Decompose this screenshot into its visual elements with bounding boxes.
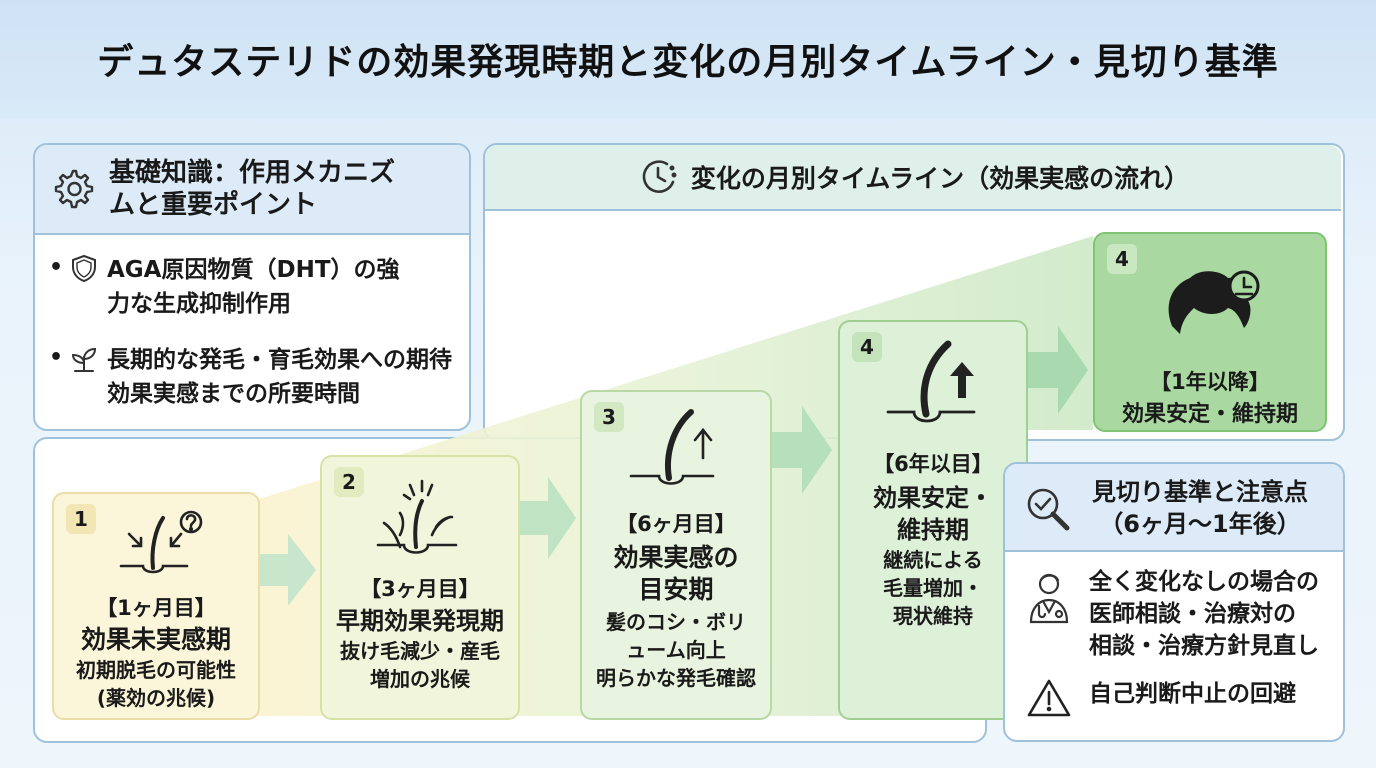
knowledge-header: 基礎知識：作用メカニズ ムと重要ポイント	[35, 145, 469, 235]
criteria-heading-line1: 見切り基準と注意点	[1092, 478, 1308, 506]
criteria-item-line: 相談・治療方針見直し	[1089, 633, 1319, 659]
step-desc: 毛量増加・	[883, 576, 983, 600]
magnifier-check-icon	[1027, 488, 1070, 531]
hair-question-icon	[119, 510, 203, 574]
timeline-header: 変化の月別タイムライン（効果実感の流れ）	[485, 145, 1341, 211]
step-title: 効果安定・維持期	[1121, 402, 1298, 427]
step-desc: 現状維持	[893, 604, 973, 628]
knowledge-item-line: AGA原因物質（DHT）の強	[107, 257, 400, 283]
step-period: 【6ヶ月目】	[616, 512, 736, 536]
step-title: 維持期	[897, 516, 969, 544]
timeline-step-2: 2 【3ヶ月目】 早期効果発現期 抜け毛減少・産毛 増加の兆候	[320, 455, 520, 720]
step-number: 1	[66, 504, 96, 534]
step-title: 早期効果発現期	[336, 607, 504, 635]
step-desc: 抜け毛減少・産毛	[340, 639, 500, 663]
criteria-header: 見切り基準と注意点 （6ヶ月〜1年後）	[1005, 464, 1343, 552]
hair-growth-icon	[629, 409, 715, 485]
step-number: 4	[852, 332, 882, 362]
step-desc: ューム向上	[626, 638, 726, 662]
knowledge-item-line: 力な生成抑制作用	[107, 291, 291, 317]
sprouting-hair-icon	[376, 479, 458, 554]
knowledge-box: 基礎知識：作用メカニズ ムと重要ポイント • AGA原因物質（DHT）の強 力な…	[33, 143, 471, 431]
clock-icon	[642, 160, 677, 193]
gear-icon	[54, 169, 94, 209]
bullet: •	[49, 345, 64, 370]
arrow-icon	[258, 534, 316, 606]
knowledge-heading-line1: 基礎知識：作用メカニズ	[109, 158, 396, 188]
timeline-step-1: 1 【1ヶ月目】 効果未実感期 初期脱毛の可能性 (薬効の兆候)	[52, 492, 260, 720]
criteria-item: 全く変化なしの場合の 医師相談・治療対の 相談・治療方針見直し	[1025, 566, 1319, 662]
doctor-icon	[1029, 573, 1069, 624]
knowledge-item: • AGA原因物質（DHT）の強 力な生成抑制作用	[49, 253, 400, 321]
arrow-icon	[770, 406, 832, 494]
step-period: 【3ヶ月目】	[360, 577, 480, 601]
sprout-icon	[71, 347, 97, 372]
full-hair-icon	[1168, 270, 1260, 334]
timeline-step-5: 4 【1年以降】 効果安定・維持期	[1093, 232, 1327, 432]
strong-hair-icon	[886, 340, 976, 423]
step-period: 【1ヶ月目】	[96, 596, 216, 620]
criteria-item: 自己判断中止の回避	[1027, 678, 1296, 718]
step-desc: 髪のコシ・ボリ	[606, 610, 746, 634]
step-period: 【6年以目】	[873, 452, 993, 476]
page-title: デュタステリドの効果発現時期と変化の月別タイムライン・見切り基準	[97, 42, 1279, 83]
timeline-heading: 変化の月別タイムライン（効果実感の流れ）	[690, 164, 1190, 193]
step-title: 効果未実感期	[80, 625, 231, 654]
title-bar: デュタステリドの効果発現時期と変化の月別タイムライン・見切り基準	[0, 0, 1376, 118]
step-desc: 増加の兆候	[370, 667, 470, 691]
criteria-item-line: 医師相談・治療対の	[1089, 601, 1296, 627]
criteria-box: 見切り基準と注意点 （6ヶ月〜1年後） 全く変化なしの場合の 医師相談・治療対の…	[1003, 462, 1345, 742]
step-number: 4	[1107, 244, 1137, 274]
knowledge-item-line: 長期的な発毛・育毛効果への期待	[107, 347, 452, 373]
shield-icon	[72, 254, 96, 283]
step-desc: (薬効の兆候)	[96, 686, 216, 710]
step-title: 目安期	[638, 575, 714, 604]
step-number: 3	[594, 402, 624, 432]
criteria-item-line: 全く変化なしの場合の	[1089, 569, 1319, 595]
knowledge-heading-line2: ムと重要ポイント	[109, 190, 318, 220]
criteria-item-line: 自己判断中止の回避	[1089, 681, 1296, 707]
timeline-step-4: 4 【6年以目】 効果安定・ 維持期 継続による 毛量増加・ 現状維持	[838, 320, 1028, 720]
criteria-heading-line2: （6ヶ月〜1年後）	[1099, 510, 1301, 538]
timeline-step-3: 3 【6ヶ月目】 効果実感の 目安期 髪のコシ・ボリ ューム向上 明らかな発毛確…	[580, 390, 772, 720]
warning-icon	[1027, 679, 1071, 717]
arrow-icon	[1026, 326, 1088, 414]
step-title: 効果安定・	[873, 484, 993, 512]
step-title: 効果実感の	[613, 543, 739, 572]
bullet: •	[49, 255, 64, 280]
step-desc: 継続による	[883, 548, 983, 572]
knowledge-item-line: 効果実感までの所要時間	[107, 381, 360, 407]
step-desc: 初期脱毛の可能性	[76, 658, 236, 682]
arrow-icon	[518, 477, 576, 559]
step-desc: 明らかな発毛確認	[596, 666, 756, 690]
step-number: 2	[334, 467, 364, 497]
step-period: 【1年以降】	[1150, 370, 1270, 394]
knowledge-item: • 長期的な発毛・育毛効果への期待 効果実感までの所要時間	[49, 343, 452, 411]
